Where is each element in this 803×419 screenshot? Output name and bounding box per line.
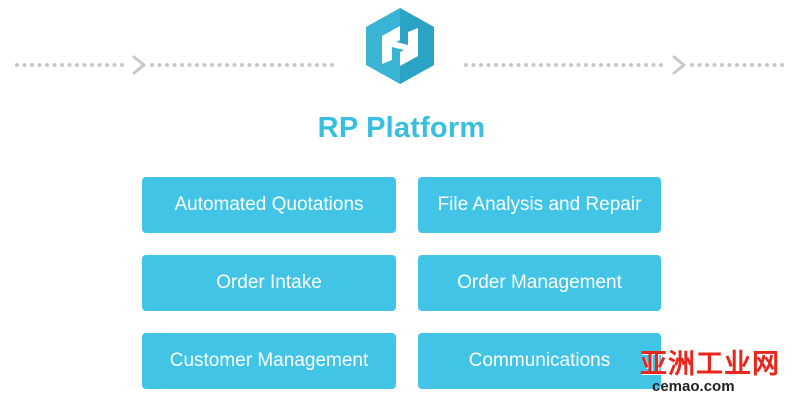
flow-dot: [240, 63, 244, 67]
flow-dot: [735, 63, 739, 67]
flow-dot: [37, 63, 42, 67]
flow-dot: [705, 63, 709, 67]
flow-dot: [516, 63, 521, 67]
flow-dot: [285, 63, 289, 67]
flow-dot: [262, 63, 267, 67]
flow-dot: [112, 63, 117, 67]
watermark-chinese-text: 亚洲工业网: [640, 349, 780, 379]
flow-dot: [772, 63, 777, 67]
flow-dot: [105, 63, 109, 67]
flow-dot: [195, 63, 199, 67]
order-intake-button[interactable]: Order Intake: [142, 255, 396, 311]
flow-dot: [82, 63, 87, 67]
flow-dot: [307, 63, 312, 67]
file-analysis-repair-button[interactable]: File Analysis and Repair: [418, 177, 661, 233]
flow-dot: [217, 63, 222, 67]
flow-dot: [584, 63, 588, 67]
flow-dot: [486, 63, 491, 67]
flow-dot: [225, 63, 229, 67]
flow-dot: [629, 63, 633, 67]
flow-dot: [569, 63, 573, 67]
flow-dot: [120, 63, 124, 67]
flow-dot: [614, 63, 618, 67]
flow-dot: [315, 63, 319, 67]
flow-dot: [277, 63, 282, 67]
flow-dot: [591, 63, 596, 67]
flow-dot: [727, 63, 732, 67]
flow-dot: [479, 63, 483, 67]
flow-dot: [644, 63, 648, 67]
left-dotted-arrow: [14, 55, 336, 75]
flow-dot: [97, 63, 102, 67]
right-dotted-arrow: [462, 55, 786, 75]
flow-dot: [45, 63, 49, 67]
communications-button[interactable]: Communications: [418, 333, 661, 389]
flow-dot: [75, 63, 79, 67]
site-watermark: 亚洲工业网 cemao.com: [640, 342, 800, 402]
flow-dot: [202, 63, 207, 67]
flow-dot: [232, 63, 237, 67]
flow-dot: [330, 63, 334, 67]
flow-dot: [67, 63, 72, 67]
flow-dot: [165, 63, 169, 67]
flow-dot: [494, 63, 498, 67]
flow-dot: [780, 63, 784, 67]
flow-dot: [576, 63, 581, 67]
flow-dot: [270, 63, 274, 67]
flow-dot: [247, 63, 252, 67]
flow-dot: [150, 63, 154, 67]
platform-title: RP Platform: [317, 112, 486, 144]
flow-dot: [322, 63, 327, 67]
flow-dot: [90, 63, 94, 67]
flow-dot: [606, 63, 611, 67]
flow-dot: [765, 63, 769, 67]
flow-dot: [210, 63, 214, 67]
flow-dot: [471, 63, 476, 67]
flow-dot: [187, 63, 192, 67]
flow-dot: [509, 63, 513, 67]
flow-dot: [621, 63, 626, 67]
watermark-url-text: cemao.com: [652, 378, 735, 395]
flow-dot: [300, 63, 304, 67]
flow-dot: [172, 63, 177, 67]
flow-dot: [255, 63, 259, 67]
flow-dot: [750, 63, 754, 67]
flow-dot: [464, 63, 468, 67]
flow-dot: [22, 63, 27, 67]
automated-quotations-button[interactable]: Automated Quotations: [142, 177, 396, 233]
flow-dot: [546, 63, 551, 67]
flow-dot: [659, 63, 663, 67]
flow-dot: [636, 63, 641, 67]
order-management-button[interactable]: Order Management: [418, 255, 661, 311]
flow-dot: [757, 63, 762, 67]
flow-dot: [539, 63, 543, 67]
flow-dot: [561, 63, 566, 67]
flow-dot: [180, 63, 184, 67]
flow-dot: [157, 63, 162, 67]
flow-dot: [599, 63, 603, 67]
flow-dot: [501, 63, 506, 67]
flow-dot: [531, 63, 536, 67]
flow-dot: [30, 63, 34, 67]
flow-dot: [712, 63, 717, 67]
flow-dot: [52, 63, 57, 67]
flow-dot: [15, 63, 19, 67]
flow-dot: [651, 63, 656, 67]
flow-dot: [60, 63, 64, 67]
flow-dot: [292, 63, 297, 67]
flow-dot: [690, 63, 694, 67]
flow-dot: [742, 63, 747, 67]
flow-dot: [720, 63, 724, 67]
flow-dot: [524, 63, 528, 67]
flow-dot: [554, 63, 558, 67]
flow-dot: [697, 63, 702, 67]
rp-platform-logo-icon: [362, 6, 438, 86]
customer-management-button[interactable]: Customer Management: [142, 333, 396, 389]
